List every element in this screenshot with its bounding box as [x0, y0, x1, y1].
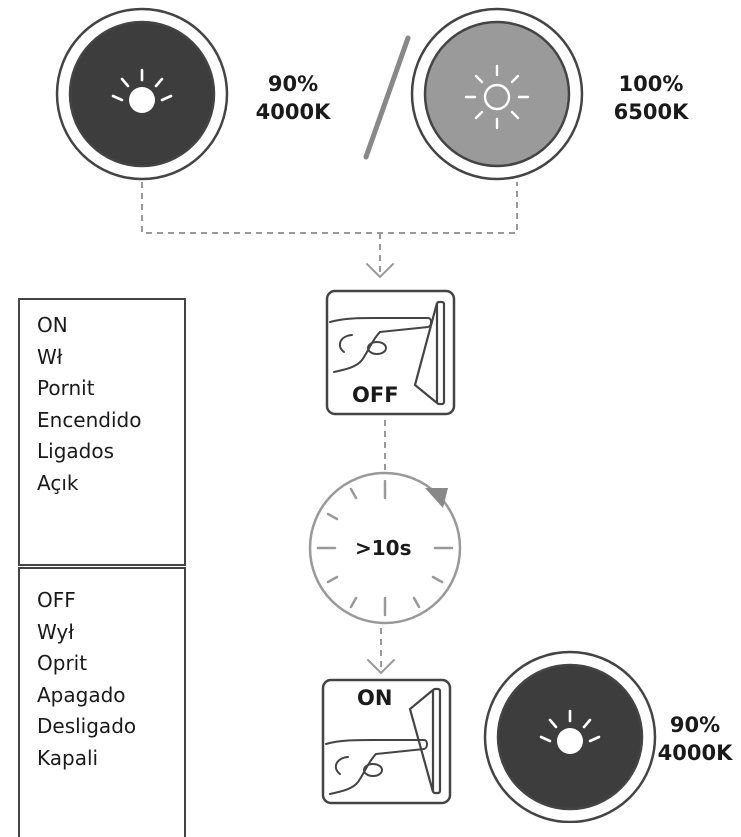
slash-divider	[363, 35, 411, 160]
lamp-warm-final	[483, 650, 657, 823]
legend-item: Apagado	[37, 682, 126, 707]
legend-on-list: ON Wł Pornit Encendido Ligados Açık	[20, 300, 184, 499]
lamp-spec-second: 100% 6500K	[601, 70, 701, 126]
sun-outline-icon	[464, 64, 530, 130]
color-temp-label: 4000K	[255, 100, 331, 124]
brightness-label: 100%	[618, 72, 684, 96]
rocker-switch-icon	[413, 300, 446, 406]
legend-off-list: OFF Wył Oprit Apagado Desligado Kapali	[20, 569, 184, 774]
legend-item: Kapali	[37, 745, 99, 770]
legend-item: Ligados	[37, 439, 115, 463]
legend-item: Açık	[37, 470, 79, 495]
legend-item: ON	[37, 313, 68, 337]
switch-on-label: ON	[357, 686, 393, 710]
lamp-spec-final: 90% 4000K	[651, 711, 739, 767]
legend-item: OFF	[37, 588, 76, 612]
rocker-switch-icon	[408, 687, 442, 795]
legend-item: Wł	[37, 344, 63, 369]
legend-off-box: OFF Wył Oprit Apagado Desligado Kapali	[18, 567, 186, 837]
lamp-spec-first: 90% 4000K	[248, 70, 338, 126]
switch-off-panel	[325, 289, 456, 416]
color-temp-label: 4000K	[657, 741, 733, 765]
legend-item: Pornit	[37, 376, 95, 400]
lamp-face	[423, 20, 571, 168]
hand-press-icon	[329, 317, 432, 373]
arrow-down-icon	[366, 263, 395, 675]
connector-lines	[141, 182, 518, 670]
legend-on-box: ON Wł Pornit Encendido Ligados Açık	[18, 298, 186, 566]
legend-item: Desligado	[37, 714, 137, 738]
brightness-label: 90%	[669, 713, 721, 737]
legend-item: Wył	[37, 619, 74, 644]
timer-label: >10s	[355, 536, 412, 560]
brightness-label: 90%	[267, 72, 319, 96]
switch-off-label: OFF	[352, 383, 399, 407]
hand-press-icon	[325, 739, 428, 795]
lamp-warm-top	[55, 7, 229, 181]
timer-arrow	[425, 488, 448, 508]
color-temp-label: 6500K	[613, 100, 689, 124]
lamp-cool-top	[410, 7, 584, 181]
timer-dial-icon	[308, 471, 462, 625]
legend-item: Encendido	[37, 407, 142, 432]
switch-on-panel	[321, 678, 452, 805]
legend-item: Oprit	[37, 651, 88, 675]
